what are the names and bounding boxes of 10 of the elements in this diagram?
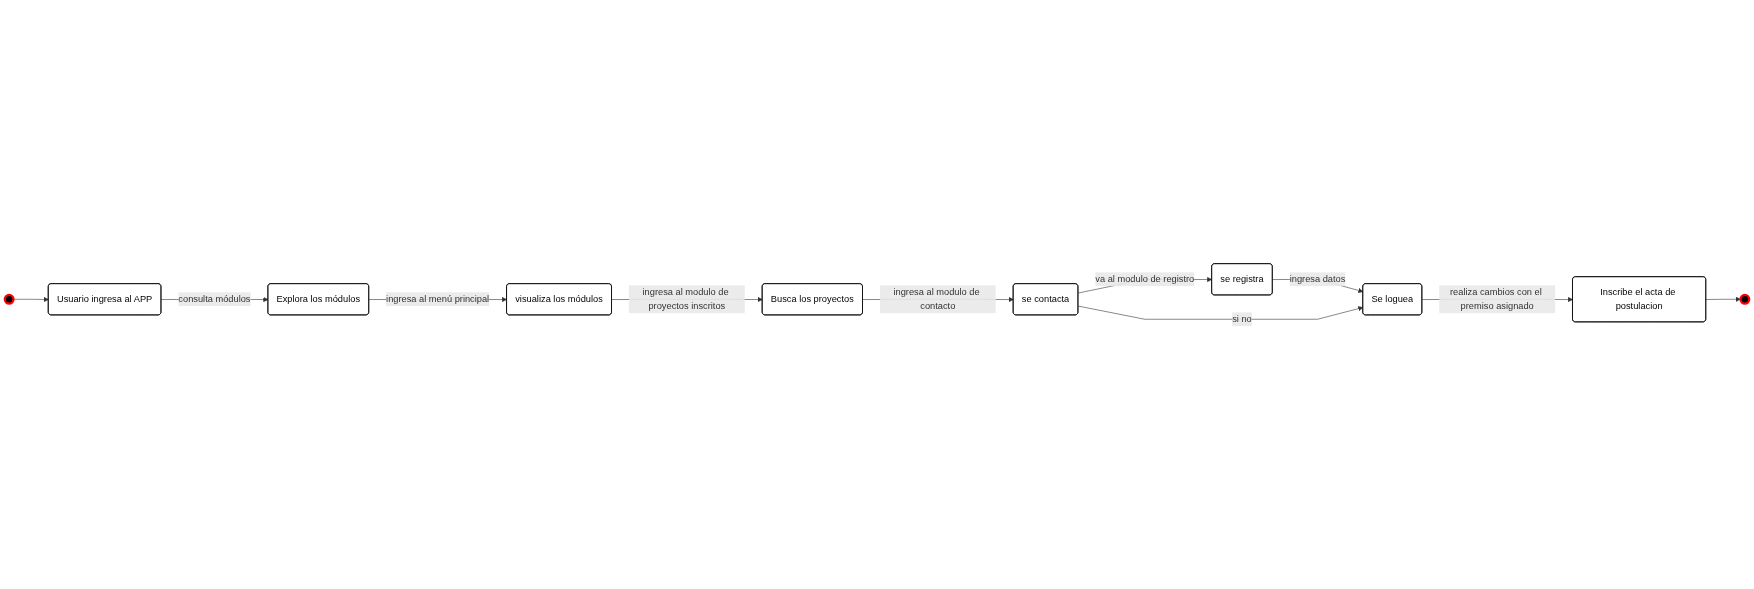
node-circle bbox=[3, 293, 15, 305]
edge-label: ingresa datos bbox=[1289, 273, 1346, 284]
edge-label: va al modulo de registro bbox=[1095, 273, 1195, 284]
edge-label: ingresa al menú principal bbox=[386, 293, 490, 304]
node-circle bbox=[1739, 293, 1751, 305]
edge-label: consulta módulos bbox=[178, 293, 251, 304]
edge-label: realiza cambios con el premiso asignado bbox=[1450, 286, 1542, 311]
edge-label: si no bbox=[1232, 313, 1252, 324]
edge-label: ingresa al modulo de proyectos inscritos bbox=[642, 286, 729, 311]
edge-label: ingresa al modulo de contacto bbox=[893, 286, 980, 311]
